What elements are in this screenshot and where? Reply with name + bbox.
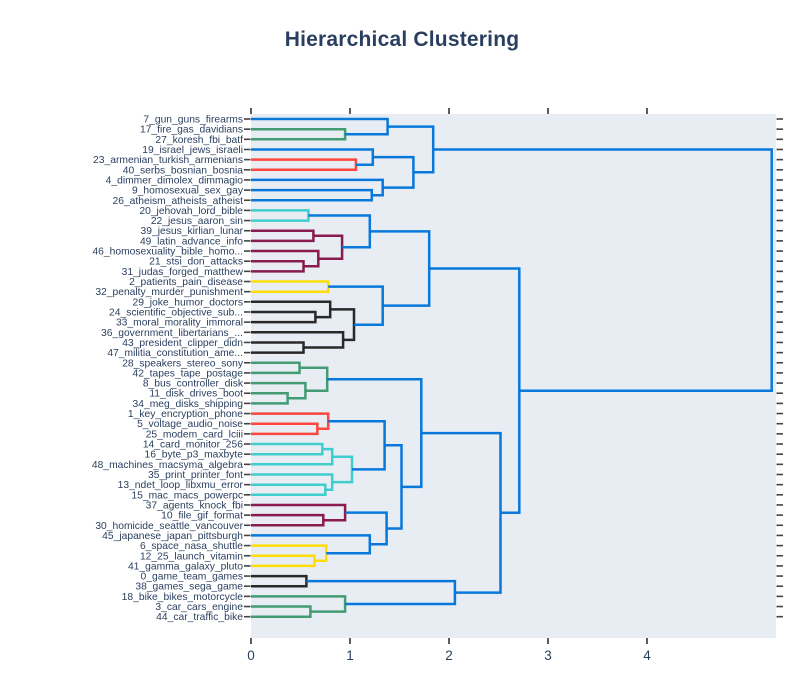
leaf-label: 29_joke_humor_doctors xyxy=(133,297,243,308)
leaf-label: 7_gun_guns_firearms xyxy=(143,115,243,126)
leaf-label: 11_disk_drives_boot xyxy=(149,389,243,400)
x-axis-tick-label: 4 xyxy=(643,648,651,663)
leaf-label: 22_jesus_aaron_sin xyxy=(151,216,243,227)
leaf-label: 4_dimmer_dimolex_dimmagio xyxy=(106,175,244,186)
x-axis-tick-label: 3 xyxy=(544,648,552,663)
leaf-label: 2_patients_pain_disease xyxy=(129,277,243,288)
leaf-label: 26_atheism_atheists_atheist xyxy=(112,196,243,207)
leaf-label: 25_modem_card_lciii xyxy=(146,429,243,440)
leaf-label: 40_serbs_bosnian_bosnia xyxy=(123,165,243,176)
leaf-label: 0_game_team_games xyxy=(141,572,243,583)
leaf-label: 17_fire_gas_davidians xyxy=(140,125,243,136)
leaf-label: 37_agents_knock_fbi xyxy=(146,500,243,511)
leaf-label: 44_car_traffic_bike xyxy=(156,612,243,623)
leaf-label: 13_ndet_loop_libxmu_error xyxy=(118,480,244,491)
leaf-label: 20_jehovah_lord_bible xyxy=(139,206,243,217)
leaf-label: 39_jesus_kirlian_lunar xyxy=(141,226,244,237)
leaf-label: 49_latin_advance_info xyxy=(140,236,243,247)
leaf-label: 12_25_launch_vitamin xyxy=(140,551,243,562)
dendrogram-link xyxy=(433,148,773,392)
leaf-label: 30_homicide_seattle_vancouver xyxy=(95,521,243,532)
leaf-label: 38_games_sega_game xyxy=(135,582,243,593)
leaf-label: 28_speakers_stereo_sony xyxy=(122,358,244,369)
plot-background xyxy=(251,114,776,638)
leaf-label: 14_card_monitor_256 xyxy=(143,440,243,451)
x-axis-tick-label: 1 xyxy=(346,648,354,663)
leaf-label: 34_meg_disks_shipping xyxy=(133,399,244,410)
leaf-label: 15_mac_macs_powerpc xyxy=(131,490,243,501)
leaf-label: 18_bike_bikes_motorcycle xyxy=(122,592,244,603)
leaf-label: 46_homosexuality_bible_homo... xyxy=(92,247,243,258)
leaf-label: 6_space_nasa_shuttle xyxy=(140,541,243,552)
leaf-label: 27_koresh_fbi_batf xyxy=(155,135,243,146)
leaf-label: 19_israel_jews_israeli xyxy=(142,145,243,156)
x-axis-tick-label: 0 xyxy=(247,648,255,663)
leaf-label: 24_scientific_objective_sub... xyxy=(109,307,243,318)
leaf-label: 42_tapes_tape_postage xyxy=(132,368,243,379)
leaf-label: 8_bus_controller_disk xyxy=(143,379,244,390)
leaf-label: 43_president_clipper_didn xyxy=(122,338,243,349)
leaf-label: 5_voltage_audio_noise xyxy=(137,419,243,430)
leaf-label: 16_byte_p3_maxbyte xyxy=(145,450,244,461)
leaf-label: 31_judas_forged_matthew xyxy=(122,267,244,278)
chart-title: Hierarchical Clustering xyxy=(284,28,520,51)
x-axis-tick-label: 2 xyxy=(445,648,453,663)
leaf-label: 3_car_cars_engine xyxy=(155,602,243,613)
leaf-label: 10_file_gif_format xyxy=(161,511,243,522)
leaf-label: 45_japanese_japan_pittsburgh xyxy=(102,531,243,542)
leaf-label: 35_print_printer_font xyxy=(148,470,243,481)
leaf-label: 48_machines_macsyma_algebra xyxy=(92,460,243,471)
leaf-label: 9_homosexual_sex_gay xyxy=(132,186,244,197)
leaf-label: 23_armenian_turkish_armenians xyxy=(93,155,243,166)
leaf-label: 41_gamma_galaxy_pluto xyxy=(128,561,243,572)
leaf-label: 32_penalty_murder_punishment xyxy=(95,287,243,298)
leaf-label: 33_moral_morality_immoral xyxy=(116,318,243,329)
leaf-label: 36_government_libertarians_... xyxy=(101,328,243,339)
leaf-label: 21_stsi_don_attacks xyxy=(149,257,243,268)
leaf-label: 1_key_encryption_phone xyxy=(128,409,243,420)
leaf-label: 47_militia_constitution_ame... xyxy=(107,348,243,359)
